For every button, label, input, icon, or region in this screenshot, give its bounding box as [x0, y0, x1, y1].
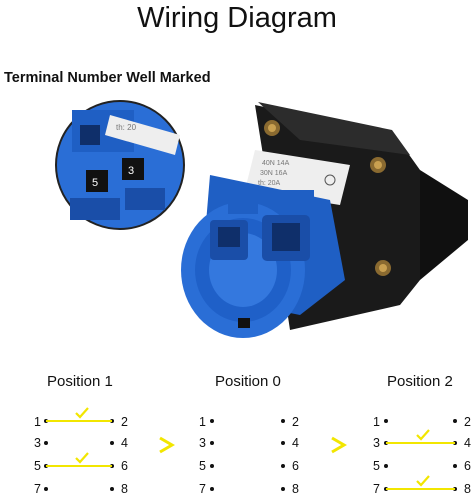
contact-dot — [281, 441, 285, 445]
p2-terminal-4: 4 — [464, 436, 471, 450]
position-1-contacts — [44, 407, 114, 491]
p2-terminal-1: 1 — [373, 415, 380, 429]
page-title: Wiring Diagram — [137, 2, 337, 34]
p1-terminal-1: 1 — [34, 415, 41, 429]
inset-marking: th: 20 — [116, 123, 137, 132]
label-line-4: th: 20A — [258, 180, 281, 187]
arrow-right-icon — [159, 436, 175, 454]
p2-terminal-2: 2 — [464, 415, 471, 429]
contact-dot — [281, 487, 285, 491]
p2-terminal-8: 8 — [464, 482, 471, 496]
p2-terminal-5: 5 — [373, 459, 380, 473]
p0-terminal-2: 2 — [292, 415, 299, 429]
contact-dot — [210, 464, 214, 468]
terminal-zoom-inset: th: 20 5 3 — [55, 100, 185, 230]
contact-dot — [110, 441, 114, 445]
contact-dot — [110, 487, 114, 491]
p2-terminal-7: 7 — [373, 482, 380, 496]
check-icon — [75, 452, 89, 464]
contact-dot — [210, 419, 214, 423]
p0-terminal-1: 1 — [199, 415, 206, 429]
switch-body — [181, 175, 345, 338]
label-line-2: 30N 16A — [260, 170, 288, 177]
subtitle-terminal-marked: Terminal Number Well Marked — [4, 70, 211, 86]
contact-dot — [384, 419, 388, 423]
p0-terminal-7: 7 — [199, 482, 206, 496]
p1-terminal-8: 8 — [121, 482, 128, 496]
p0-terminal-3: 3 — [199, 436, 206, 450]
p2-terminal-3: 3 — [373, 436, 380, 450]
position-2-label: Position 2 — [387, 373, 453, 390]
contact-dot — [281, 464, 285, 468]
p0-terminal-6: 6 — [292, 459, 299, 473]
check-icon — [416, 475, 430, 487]
p2-terminal-6: 6 — [464, 459, 471, 473]
label-line-3: 40N 14A — [262, 160, 290, 167]
contact-dot — [44, 441, 48, 445]
p1-terminal-7: 7 — [34, 482, 41, 496]
p0-terminal-8: 8 — [292, 482, 299, 496]
contact-dot — [453, 464, 457, 468]
position-1-label: Position 1 — [47, 373, 113, 390]
arrow-right-icon — [331, 436, 347, 454]
rotary-switch-photo: 40N 14A 30N 16A th: 20A th: 20 5 3 — [55, 100, 468, 338]
position-2-contacts — [384, 419, 457, 491]
p1-terminal-4: 4 — [121, 436, 128, 450]
contact-dot — [44, 487, 48, 491]
inset-terminal-5: 5 — [92, 177, 98, 189]
p1-terminal-3: 3 — [34, 436, 41, 450]
position-0-contacts — [210, 419, 285, 491]
contact-dot — [281, 419, 285, 423]
position-0-label: Position 0 — [215, 373, 281, 390]
p1-terminal-2: 2 — [121, 415, 128, 429]
check-icon — [75, 407, 89, 419]
contact-dot — [210, 487, 214, 491]
contact-dot — [384, 464, 388, 468]
p0-terminal-5: 5 — [199, 459, 206, 473]
inset-terminal-3: 3 — [128, 165, 134, 177]
check-icon — [416, 429, 430, 441]
contact-dot — [453, 419, 457, 423]
wiring-diagram — [44, 407, 457, 491]
p0-terminal-4: 4 — [292, 436, 299, 450]
p1-terminal-6: 6 — [121, 459, 128, 473]
p1-terminal-5: 5 — [34, 459, 41, 473]
contact-dot — [210, 441, 214, 445]
